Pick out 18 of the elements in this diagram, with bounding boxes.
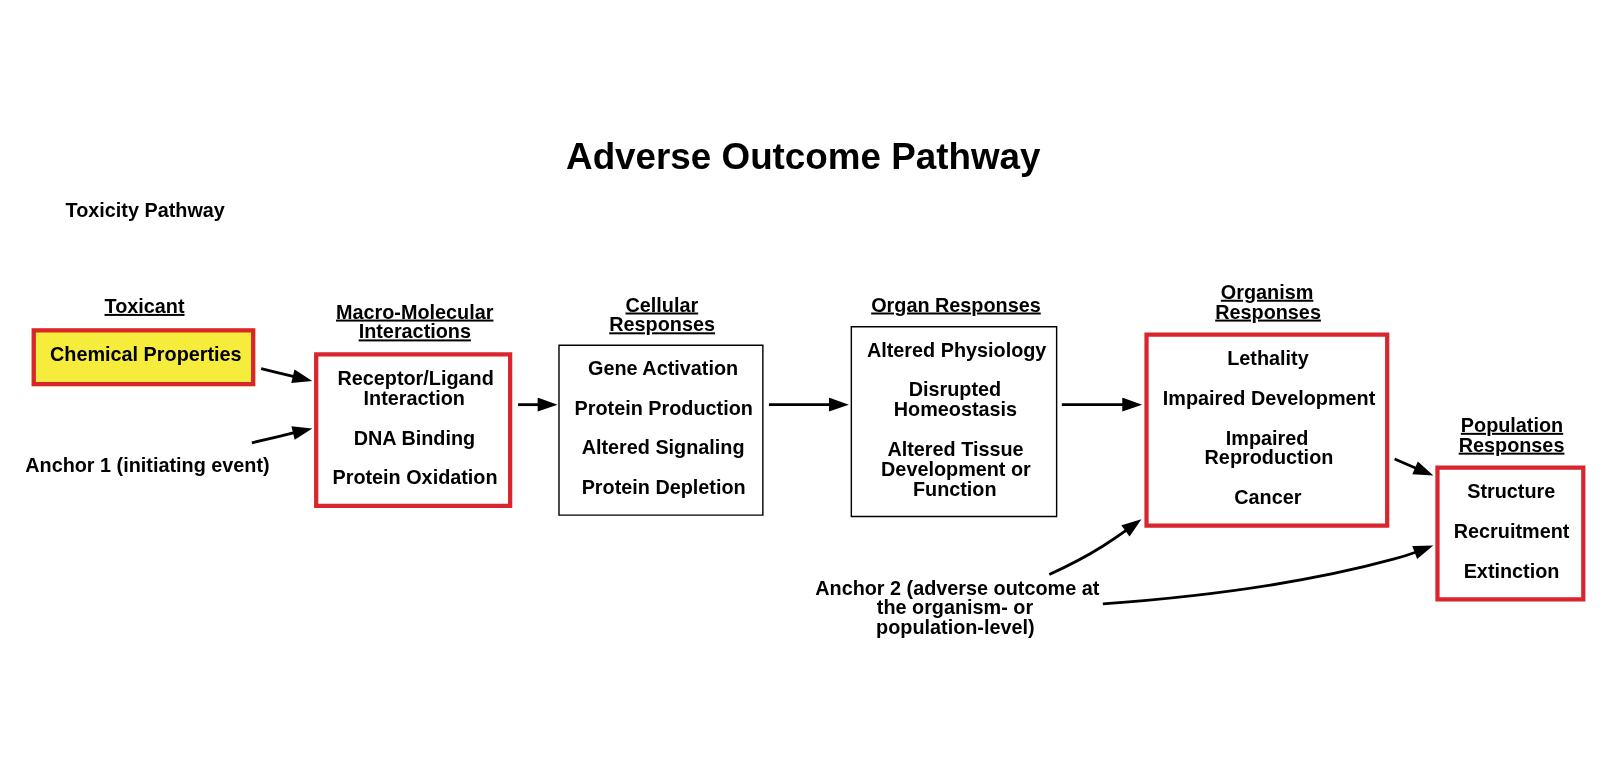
arrow [1102, 545, 1434, 605]
node-label: Organism Responses [1215, 280, 1321, 323]
node-label: Cellular Responses [609, 293, 715, 335]
node-text: Anchor 1 (initiating event) [25, 453, 270, 476]
arrow [768, 397, 849, 412]
label: Toxicity Pathway [65, 198, 225, 221]
node-label: Organ Responses [871, 293, 1041, 315]
node-label: Macro-Molecular Interactions [336, 300, 494, 342]
node-text: Anchor 2 (adverse outcome at the organism- or population-level) [815, 576, 1100, 638]
arrow [260, 366, 313, 383]
arrow [518, 397, 558, 412]
arrow [1061, 397, 1143, 412]
node-label: Toxicant [104, 294, 185, 317]
arrow [1048, 518, 1142, 576]
arrow [1394, 457, 1434, 476]
node-label: Population Responses [1458, 413, 1565, 456]
arrow [251, 425, 313, 444]
diagram-title: Adverse Outcome Pathway [566, 135, 1041, 177]
